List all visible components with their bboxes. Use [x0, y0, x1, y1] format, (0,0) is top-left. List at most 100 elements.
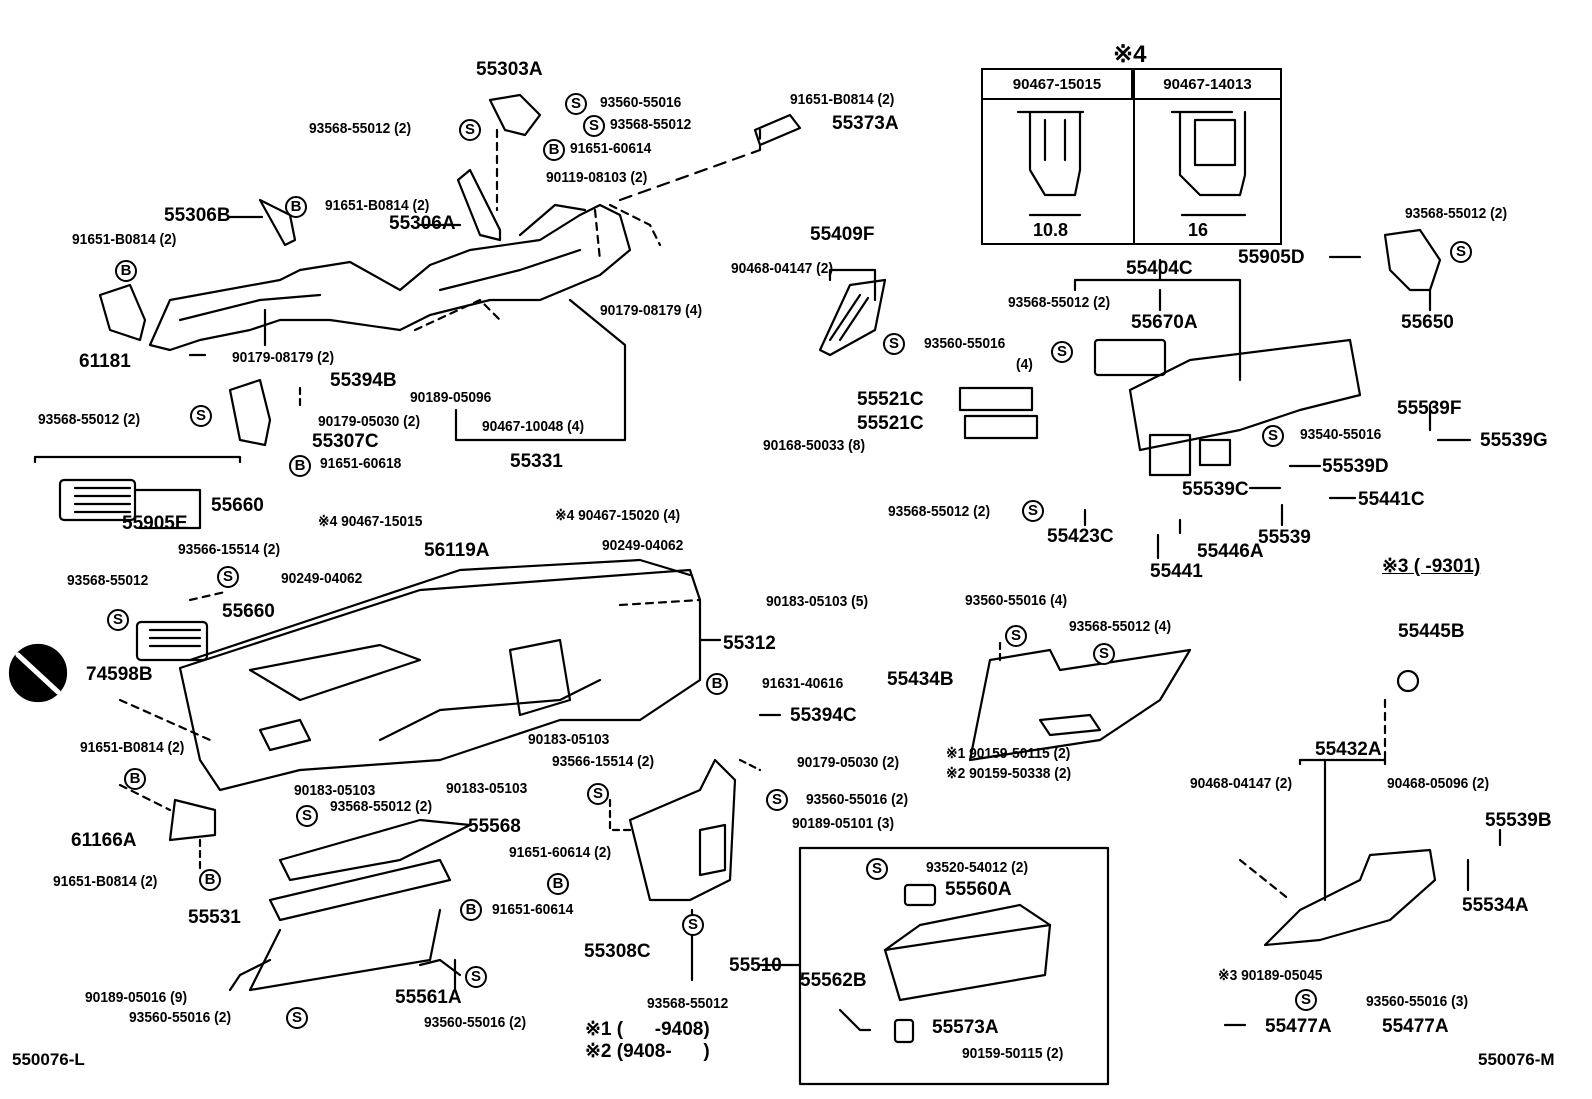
part-label[interactable]: 93566-15514 (2) [178, 541, 281, 558]
part-label[interactable]: 55441C [1358, 489, 1425, 510]
part-label[interactable]: 93520-54012 (2) [926, 859, 1029, 876]
part-label[interactable]: 93568-55012 (2) [1405, 205, 1508, 222]
part-label[interactable]: (4) [1016, 356, 1033, 373]
part-label[interactable]: 55539G [1480, 430, 1548, 451]
part-label[interactable]: 90468-04147 (2) [731, 260, 834, 277]
part-label[interactable]: 55331 [510, 451, 563, 472]
part-label[interactable]: 93568-55012 [67, 572, 149, 589]
part-label[interactable]: 93568-55012 (2) [1008, 294, 1111, 311]
part-label[interactable]: 93560-55016 (2) [129, 1009, 232, 1026]
part-label[interactable]: 55560A [945, 879, 1012, 900]
part-label[interactable]: 55660 [222, 601, 275, 622]
part-label[interactable]: 91651-B0814 (2) [325, 197, 430, 214]
part-label[interactable]: 61166A [71, 830, 137, 851]
part-label[interactable]: 93568-55012 (4) [1069, 618, 1172, 635]
part-label[interactable]: 93568-55012 [610, 116, 692, 133]
part-label[interactable]: 55477A [1382, 1016, 1449, 1037]
part-label[interactable]: 55539C [1182, 479, 1249, 500]
part-label[interactable]: 55539B [1485, 810, 1552, 831]
part-label[interactable]: 55660 [211, 495, 264, 516]
part-label[interactable]: 55521C [857, 413, 924, 434]
part-label[interactable]: ※1 90159-50115 (2) [946, 745, 1071, 762]
part-label[interactable]: 93560-55016 [600, 94, 682, 111]
part-label[interactable]: 55562B [800, 970, 867, 991]
part-label[interactable]: ※4 90467-15020 (4) [555, 507, 681, 524]
part-label[interactable]: 90179-05030 (2) [797, 754, 900, 771]
part-label[interactable]: 93568-55012 (2) [888, 503, 991, 520]
part-label[interactable]: ※2 90159-50338 (2) [946, 765, 1072, 782]
part-label[interactable]: ※4 90467-15015 [318, 513, 423, 530]
part-label[interactable]: 90179-08179 (4) [600, 302, 703, 319]
part-label[interactable]: 93560-55016 (4) [965, 592, 1068, 609]
part-label[interactable]: 55394B [330, 370, 397, 391]
part-label[interactable]: 93540-55016 [1300, 426, 1382, 443]
part-label[interactable]: 55650 [1401, 312, 1454, 333]
part-label[interactable]: 55539 [1258, 527, 1311, 548]
part-label[interactable]: 90189-05016 (9) [85, 989, 188, 1006]
part-label[interactable]: ※3 90189-05045 [1218, 967, 1323, 984]
part-label[interactable]: 91631-40616 [762, 675, 844, 692]
part-label[interactable]: 90159-50115 (2) [962, 1045, 1064, 1062]
part-label[interactable]: 55306A [389, 213, 456, 234]
part-label[interactable]: 55308C [584, 941, 651, 962]
part-label[interactable]: 90179-08179 (2) [232, 349, 335, 366]
part-label[interactable]: 55441 [1150, 561, 1203, 582]
part-label[interactable]: 93568-55012 (2) [38, 411, 141, 428]
part-label[interactable]: 90183-05103 (5) [766, 593, 869, 610]
part-label[interactable]: 90183-05103 [446, 780, 528, 797]
part-label[interactable]: 91651-60614 (2) [509, 844, 612, 861]
part-label[interactable]: 93560-55016 (2) [806, 791, 909, 808]
part-label[interactable]: 93568-55012 [647, 995, 729, 1012]
part-label[interactable]: 55568 [468, 816, 521, 837]
part-label[interactable]: 55539F [1397, 398, 1462, 419]
part-label[interactable]: 93568-55012 (2) [330, 798, 433, 815]
part-label[interactable]: 61181 [79, 351, 131, 372]
part-label[interactable]: 55510 [729, 955, 782, 976]
part-label[interactable]: 55446A [1197, 541, 1264, 562]
part-label[interactable]: 91651-B0814 (2) [80, 739, 185, 756]
part-label[interactable]: 90183-05103 [528, 731, 610, 748]
part-label[interactable]: 91651-60614 [570, 140, 652, 157]
part-label[interactable]: 90468-04147 (2) [1190, 775, 1293, 792]
part-label[interactable]: 55409F [810, 224, 875, 245]
part-label[interactable]: 93560-55016 [924, 335, 1006, 352]
part-label[interactable]: 93568-55012 (2) [309, 120, 412, 137]
part-label[interactable]: 90179-05030 (2) [318, 413, 421, 430]
part-label[interactable]: 91651-B0814 (2) [790, 91, 895, 108]
part-label[interactable]: 55561A [395, 987, 462, 1008]
part-label[interactable]: 55306B [164, 205, 231, 226]
part-label[interactable]: 93566-15514 (2) [552, 753, 655, 770]
part-label[interactable]: 55905E [122, 513, 188, 534]
part-label[interactable]: 90183-05103 [294, 782, 376, 799]
part-label[interactable]: 91651-60618 [320, 455, 402, 472]
part-label[interactable]: 55539D [1322, 456, 1389, 477]
part-label[interactable]: 90189-05101 (3) [792, 815, 895, 832]
part-label[interactable]: 90189-05096 [410, 389, 492, 406]
part-label[interactable]: 55573A [932, 1017, 999, 1038]
part-label[interactable]: 91651-B0814 (2) [72, 231, 177, 248]
part-label[interactable]: 55521C [857, 389, 924, 410]
part-label[interactable]: 55445B [1398, 621, 1465, 642]
part-label[interactable]: 55312 [723, 633, 776, 654]
part-label[interactable]: 74598B [86, 664, 153, 685]
part-label[interactable]: 55531 [188, 907, 241, 928]
part-label[interactable]: 55905D [1238, 247, 1305, 268]
part-label[interactable]: 55670A [1131, 312, 1198, 333]
part-label[interactable]: 55423C [1047, 526, 1114, 547]
part-label[interactable]: 55432A [1315, 739, 1382, 760]
part-label[interactable]: 55394C [790, 705, 857, 726]
part-label[interactable]: 55303A [476, 59, 543, 80]
part-label[interactable]: 90249-04062 [602, 537, 684, 554]
part-label[interactable]: 55477A [1265, 1016, 1332, 1037]
part-label[interactable]: 91651-60614 [492, 901, 574, 918]
part-label[interactable]: 55373A [832, 113, 899, 134]
part-label[interactable]: 90168-50033 (8) [763, 437, 866, 454]
part-label[interactable]: 90467-10048 (4) [482, 418, 585, 435]
part-label[interactable]: 90249-04062 [281, 570, 363, 587]
part-label[interactable]: 93560-55016 (2) [424, 1014, 527, 1031]
part-label[interactable]: 55534A [1462, 895, 1529, 916]
part-label[interactable]: 56119A [424, 540, 490, 561]
part-label[interactable]: 55307C [312, 431, 379, 452]
part-label[interactable]: 90468-05096 (2) [1387, 775, 1490, 792]
part-label[interactable]: 55404C [1126, 258, 1193, 279]
